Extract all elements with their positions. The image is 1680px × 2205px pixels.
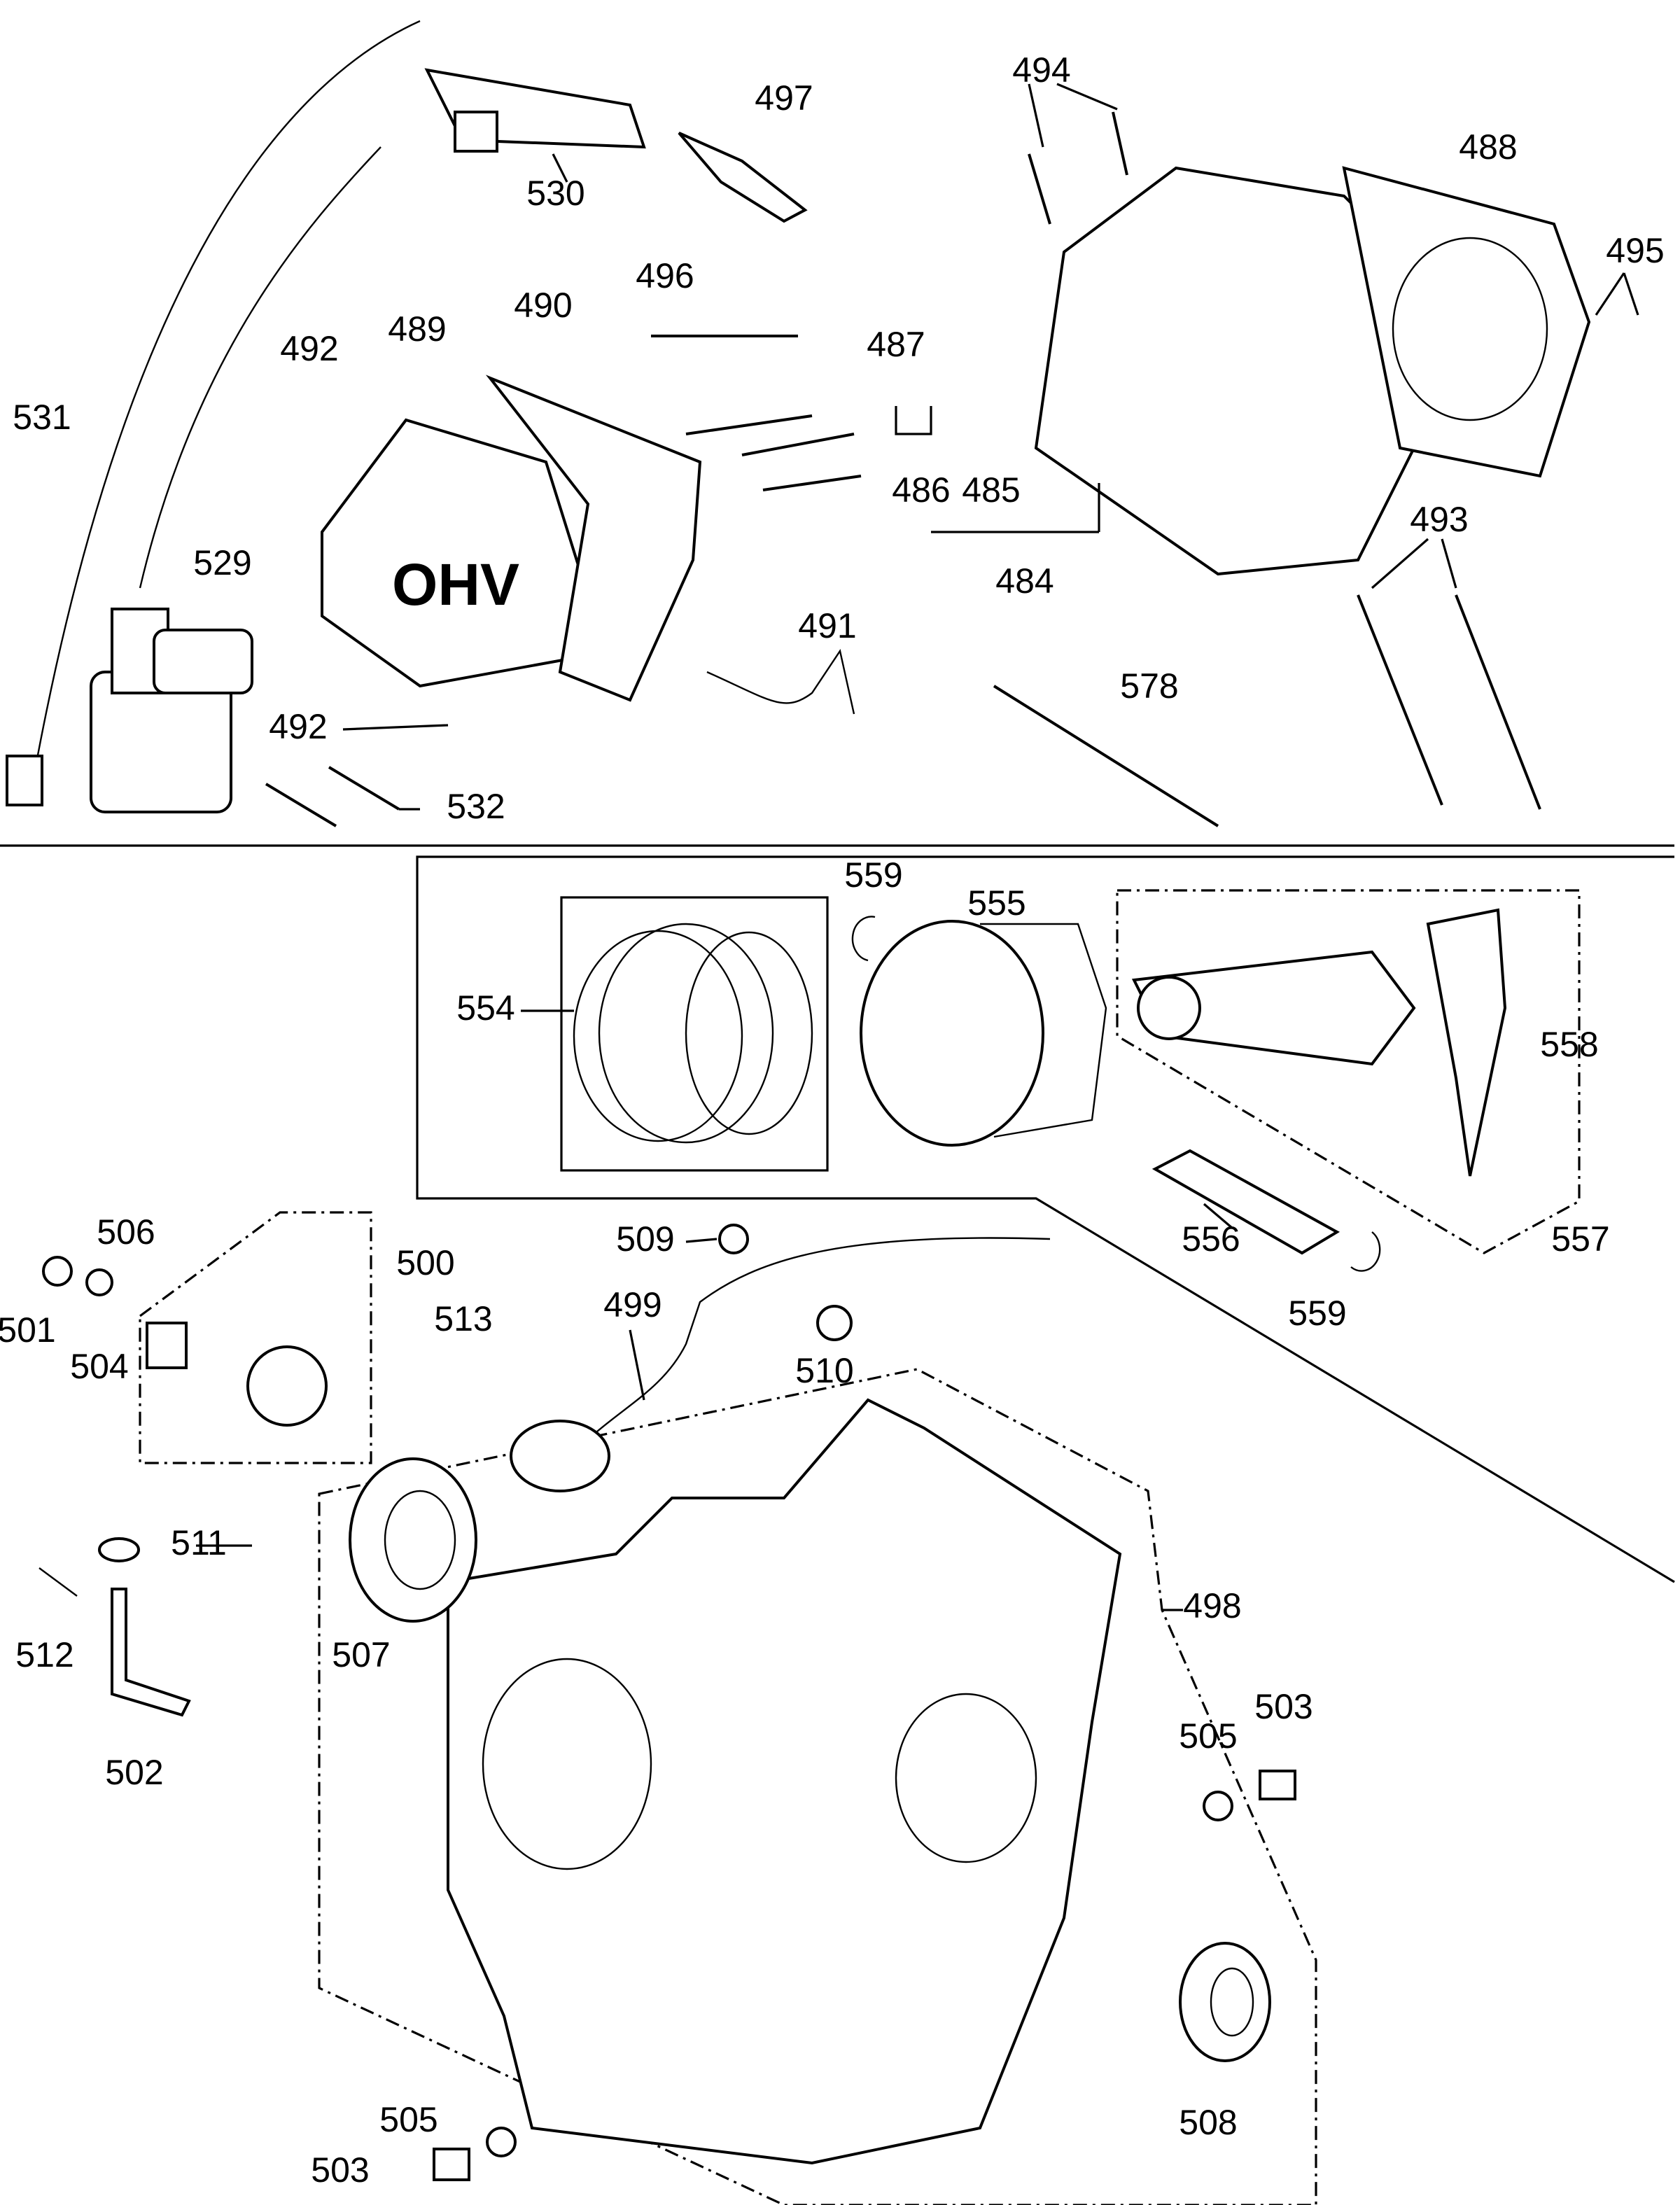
label-557: 557 [1551,1219,1609,1259]
label-530: 530 [526,174,584,213]
label-485: 485 [962,470,1020,510]
label-502: 502 [105,1753,163,1792]
oil-alert-parts [42,1256,328,1427]
label-513: 513 [434,1299,492,1338]
part-labels: 497 530 494 488 495 496 490 489 492 531 … [0,50,1665,2190]
label-490: 490 [514,286,572,325]
piston-group-outline [416,855,1675,1583]
label-554: 554 [456,988,514,1028]
valve-cover-gasket [485,374,702,702]
label-498: 498 [1183,1586,1241,1625]
label-578: 578 [1120,666,1178,706]
breather-tube [706,648,855,715]
crankcase [447,1398,1122,2165]
spark-plug-cap [424,68,646,153]
label-487: 487 [867,325,925,364]
studs [1028,111,1541,810]
label-556: 556 [1182,1219,1240,1259]
label-508: 508 [1179,2103,1237,2142]
label-507: 507 [332,1635,390,1674]
spark-plug [678,132,808,223]
label-503-right: 503 [1254,1687,1312,1726]
label-532: 532 [447,787,505,826]
label-493: 493 [1410,500,1468,539]
label-505-right: 505 [1179,1716,1237,1756]
label-491: 491 [798,606,856,645]
label-503-bottom: 503 [311,2150,369,2190]
oil-alert-box [139,1211,372,1464]
piston [860,920,1107,1147]
label-497: 497 [755,78,813,118]
label-511: 511 [171,1523,227,1562]
label-492-bottom: 492 [269,707,327,746]
cylinder-head [1034,166,1591,576]
label-510: 510 [795,1351,853,1390]
oil-drain-harness [510,1224,1051,1492]
ohv-stamp: OHV [392,552,519,617]
ignition-coil [90,608,253,813]
piston-pin-clip-559b [1350,1231,1381,1272]
label-486: 486 [892,470,950,510]
head-bolts [651,335,862,491]
valve-cover: OHV [321,418,583,688]
bolts-532 [265,766,400,827]
label-489: 489 [388,309,446,349]
label-492-top: 492 [280,329,338,368]
label-505-bottom: 505 [379,2100,438,2139]
label-559-top: 559 [844,855,902,895]
label-559-bottom: 559 [1288,1294,1346,1333]
oil-seal-508 [1179,1942,1271,2062]
clip-512 [38,1567,78,1597]
label-495: 495 [1606,231,1664,270]
label-506: 506 [97,1212,155,1252]
piston-pin [1152,1149,1340,1255]
piston-pin-clip-559 [851,916,876,962]
label-555: 555 [967,883,1026,923]
ignition-cable [6,20,421,806]
label-529: 529 [193,543,251,582]
crankcase-box [318,1368,1317,2205]
connecting-rod [1131,908,1507,1177]
label-500: 500 [396,1243,454,1282]
piston-rings [573,923,813,1144]
washer-511 [98,1537,140,1562]
oil-level-rod [111,1588,191,1717]
connecting-rod-box [1116,889,1581,1254]
label-504: 504 [70,1347,128,1386]
label-494: 494 [1012,50,1070,90]
label-512: 512 [15,1635,74,1674]
label-499: 499 [603,1285,662,1324]
leader-lines [342,83,1639,1611]
push-rod [993,685,1219,827]
label-501: 501 [0,1310,56,1350]
label-488: 488 [1459,127,1517,167]
piston-ring-box [560,896,829,1172]
label-531: 531 [13,398,71,437]
label-484: 484 [995,561,1054,601]
drain-plugs [433,1770,1296,2181]
label-496: 496 [636,256,694,295]
bearing-507 [349,1457,477,1623]
label-509: 509 [616,1219,674,1259]
label-558: 558 [1540,1025,1598,1064]
